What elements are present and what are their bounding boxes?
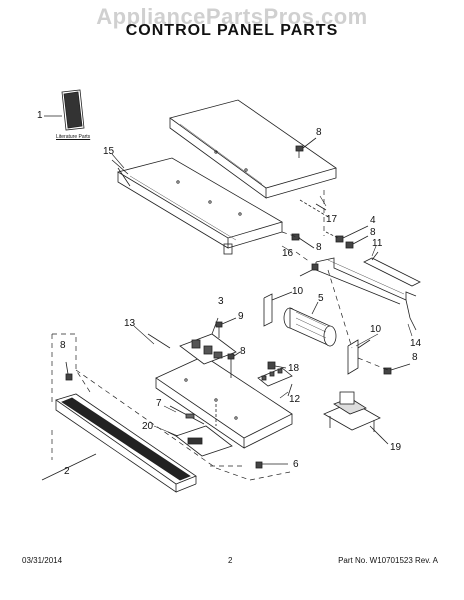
- callout-16: 16: [282, 248, 294, 259]
- literature-parts-label: Literature Parts: [56, 134, 91, 140]
- screw-part-8-mid: [291, 233, 315, 249]
- screw-part-9: [215, 317, 237, 338]
- nut-part-18: [267, 361, 287, 370]
- callout-15: 15: [103, 146, 115, 157]
- callout-2: 2: [64, 466, 70, 477]
- spacer-part-7: [169, 405, 205, 425]
- top-cover-part-17: [169, 99, 337, 219]
- callout-20: 20: [142, 421, 154, 432]
- footer-page-number: 2: [228, 556, 233, 565]
- assembly-phantom-lines: [51, 190, 389, 481]
- callout-18: 18: [288, 363, 300, 374]
- screw-part-8-left: [65, 361, 73, 381]
- callout-8-right: 8: [412, 352, 418, 363]
- callout-7: 7: [156, 398, 162, 409]
- screw-part-8-top: [295, 137, 317, 158]
- callout-10-right: 10: [370, 324, 382, 335]
- callout-8-c: 8: [316, 242, 322, 253]
- callout-14: 14: [410, 338, 422, 349]
- transformer-part-19: [323, 391, 389, 445]
- console-panel-part-2: [41, 393, 197, 493]
- callout-19: 19: [390, 442, 402, 453]
- footer-date: 03/31/2014: [22, 556, 63, 565]
- watermark: AppliancePartsPros.com: [96, 4, 368, 29]
- callout-9: 9: [238, 311, 244, 322]
- callout-11: 11: [372, 238, 383, 249]
- bracket-part-10-right: [347, 339, 371, 375]
- front-trim-part-15: [111, 157, 284, 255]
- callout-3: 3: [218, 296, 224, 307]
- callout-12: 12: [289, 394, 301, 405]
- callout-8-b: 8: [370, 227, 376, 238]
- callout-8-left: 8: [60, 340, 66, 351]
- cooling-fan-part-5: [283, 301, 337, 347]
- bracket-part-10-left: [263, 291, 293, 327]
- callout-8-board: 8: [240, 346, 246, 357]
- callout-8-top: 8: [316, 127, 322, 138]
- terminal-block-part-12: [257, 367, 293, 397]
- callout-5: 5: [318, 293, 324, 304]
- callout-13: 13: [124, 318, 136, 329]
- callout-10-left: 10: [292, 286, 304, 297]
- display-module-part-20: [167, 425, 233, 457]
- screw-cluster-parts-4-8: [325, 225, 369, 249]
- trim-strip-part-11: [363, 251, 421, 287]
- callout-4: 4: [370, 215, 376, 226]
- control-board-part-13: [147, 333, 293, 449]
- callout-6: 6: [293, 459, 299, 470]
- relay-board-part-3: [179, 317, 237, 365]
- side-rail-part-14: [299, 257, 417, 331]
- screw-part-8-board: [227, 351, 241, 378]
- page-title: CONTROL PANEL PARTS: [125, 22, 339, 39]
- callout-17: 17: [326, 214, 338, 225]
- screw-part-8-right: [383, 363, 411, 375]
- literature-booklet: [44, 89, 85, 131]
- screw-part-6: [255, 461, 288, 469]
- footer-part-number: Part No. W10701523 Rev. A: [338, 556, 438, 565]
- callout-leader-lines: [111, 153, 413, 437]
- callout-1: 1: [37, 110, 43, 121]
